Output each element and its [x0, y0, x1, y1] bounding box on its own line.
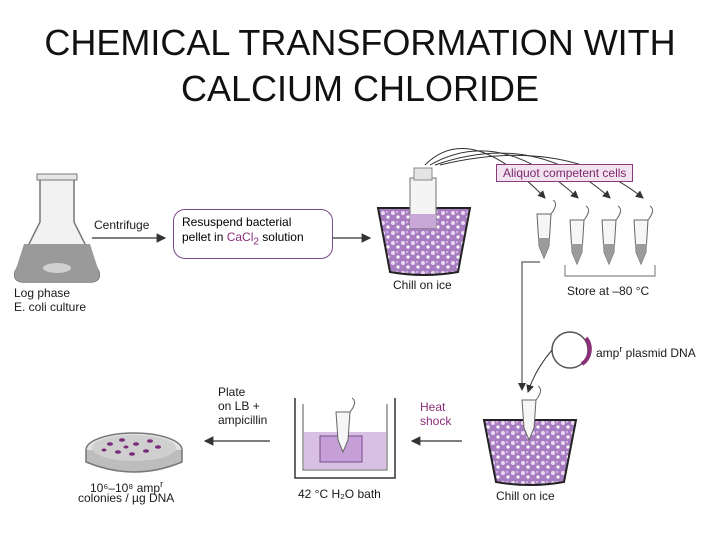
title-line-2: CALCIUM CHLORIDE: [180, 68, 540, 109]
resuspend-solution-text: solution: [258, 230, 304, 244]
resuspend-line-2: pellet in CaCl2 solution: [182, 230, 324, 249]
heat-shock-label-1: Heat: [420, 400, 446, 414]
water-bath-icon: [294, 397, 396, 479]
log-phase-label-2: E. coli culture: [14, 300, 87, 314]
heat-shock-label-2: shock: [420, 414, 452, 428]
cacl2-subscript: 2: [253, 236, 259, 248]
petri-dish-icon: [85, 432, 183, 473]
log-phase-label-1: Log phase: [14, 286, 71, 300]
plasmid-amp: amp: [596, 346, 620, 360]
resuspend-line-1: Resuspend bacterial: [182, 215, 292, 229]
plasmid-label: ampr plasmid DNA: [596, 342, 696, 360]
store-bracket: [564, 265, 656, 277]
colonies-sup: r: [160, 479, 164, 489]
plasmid-icon: [526, 331, 592, 393]
plasmid-sup: r: [619, 344, 623, 354]
plasmid-dna-text: plasmid DNA: [622, 346, 696, 360]
cacl2-chemical: CaCl: [226, 230, 254, 244]
water-bath-label: 42 °C H₂O bath: [298, 487, 381, 501]
chill-on-ice-top-label: Chill on ice: [393, 278, 452, 292]
plate-label-1: Plate: [218, 385, 246, 399]
colonies-label-2: colonies / µg DNA: [78, 491, 175, 505]
colonies-range: 10⁶–10⁸ amp: [90, 481, 161, 495]
microtube-icons: [536, 199, 654, 266]
flask-icon: [13, 173, 101, 283]
centrifuge-label: Centrifuge: [94, 218, 150, 232]
resuspend-text: pellet in: [182, 230, 227, 244]
arrow-down-connector: [518, 261, 540, 391]
colonies-label-1: 10⁶–10⁸ ampr: [90, 477, 163, 495]
plate-label-3: ampicillin: [218, 413, 268, 427]
chill-on-ice-bottom-label: Chill on ice: [496, 489, 555, 503]
plate-label-2: on LB +: [218, 399, 260, 413]
ice-bucket-top: [376, 167, 472, 276]
aliquot-box: Aliquot competent cells: [496, 164, 634, 182]
resuspend-box: Resuspend bacterial pellet in CaCl2 solu…: [173, 209, 333, 259]
title-line-1: CHEMICAL TRANSFORMATION WITH: [44, 22, 676, 63]
store-label: Store at –80 °C: [567, 284, 650, 298]
ice-bucket-bottom: [482, 385, 578, 486]
